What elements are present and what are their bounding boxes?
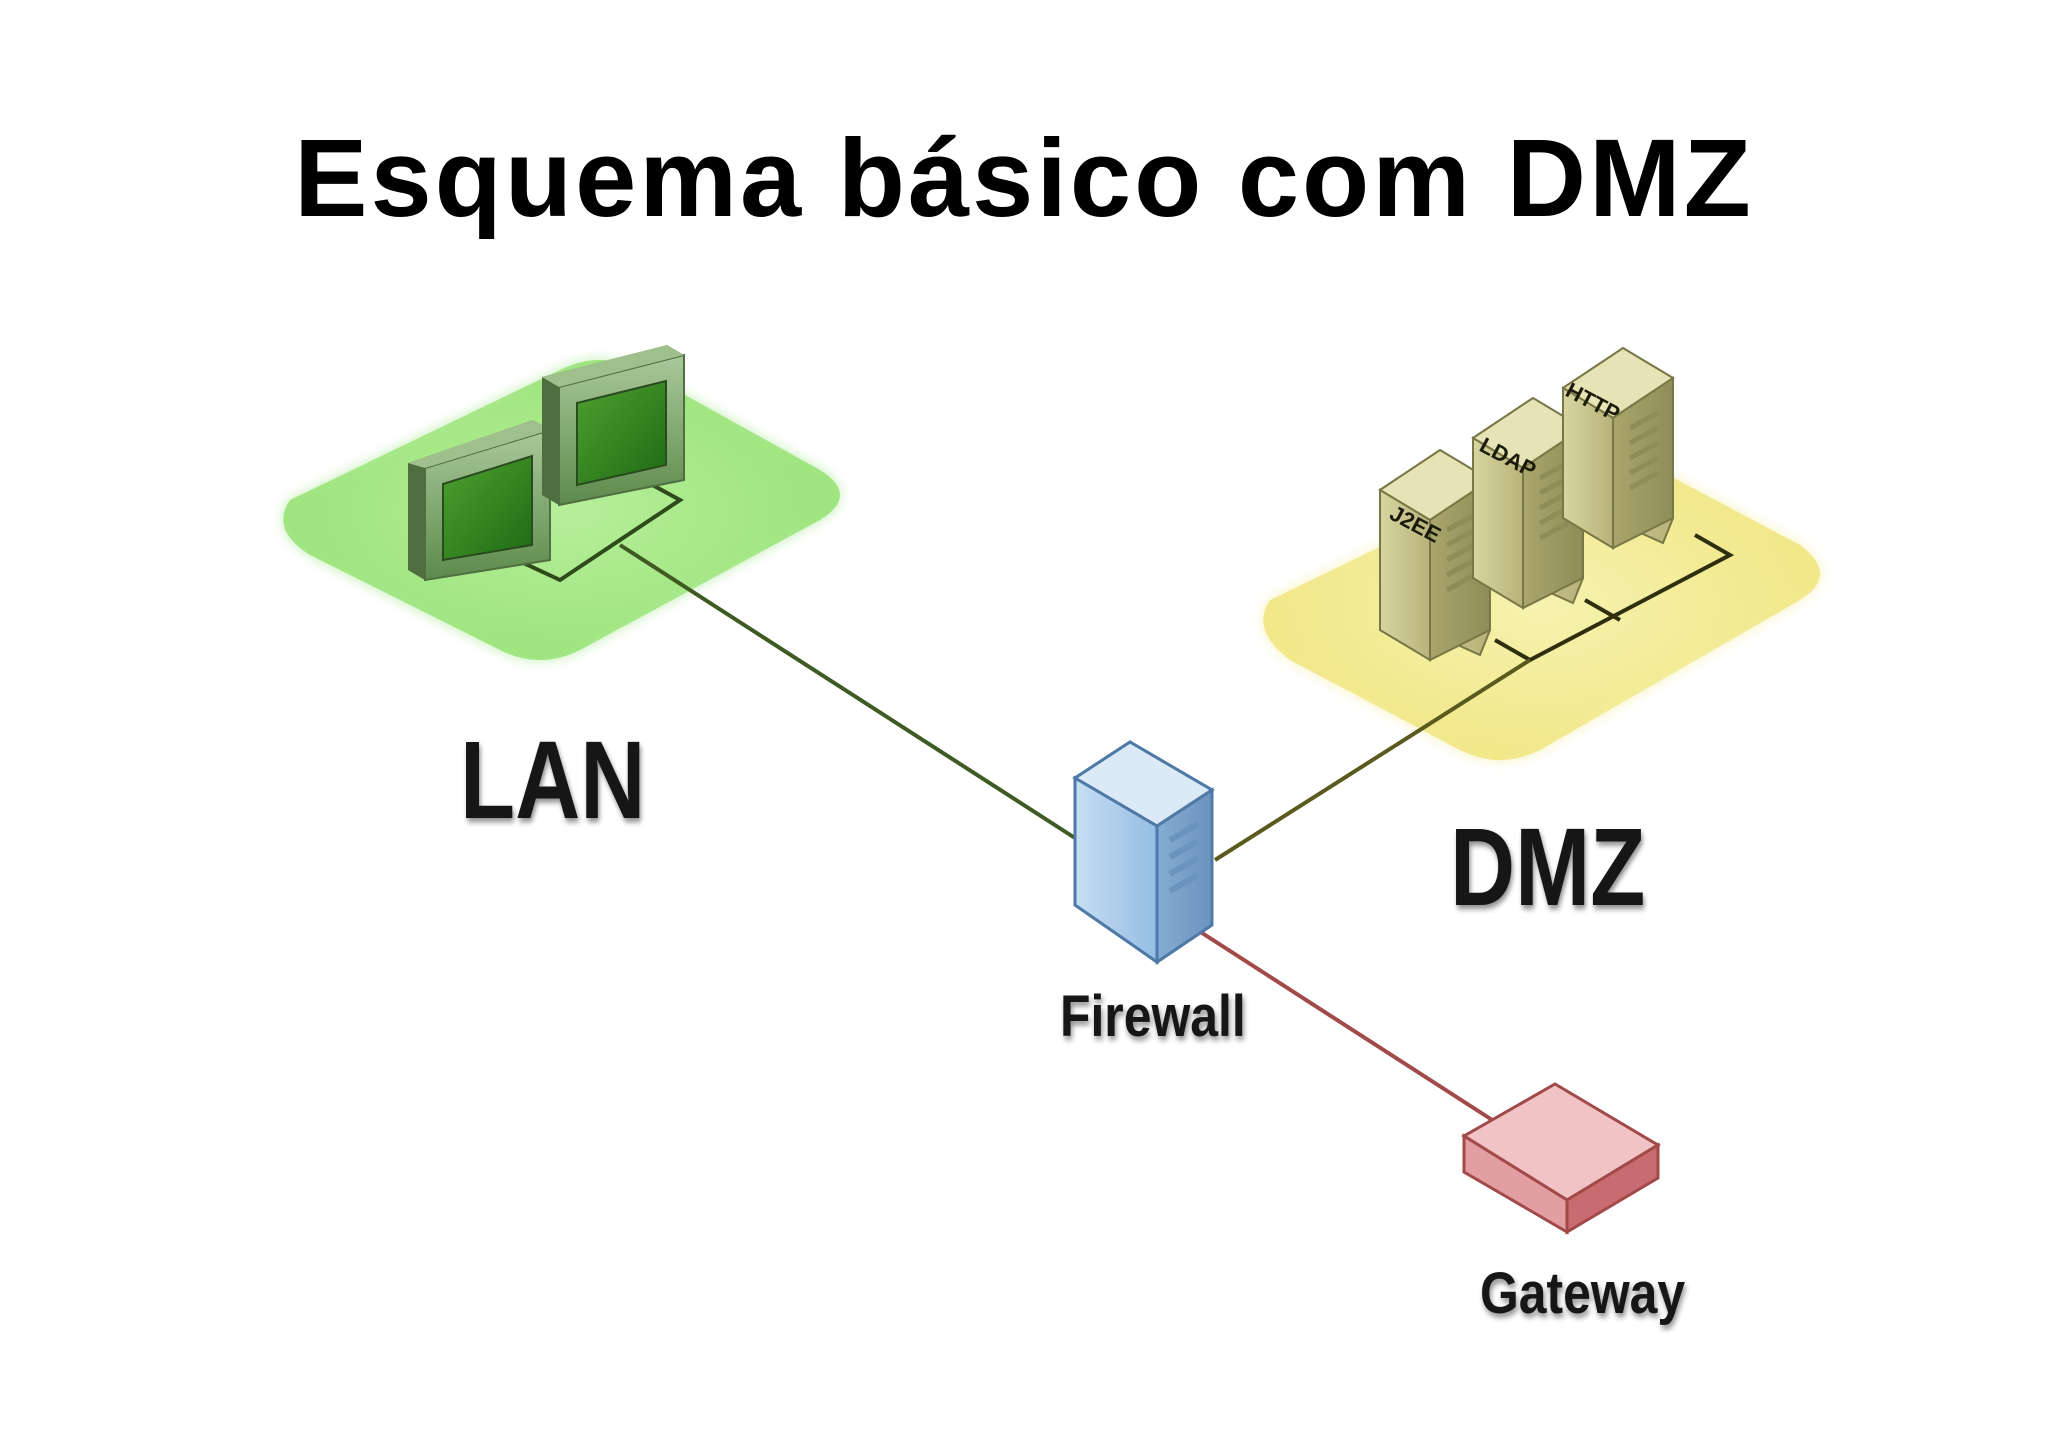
lan-firewall-link — [618, 543, 1077, 840]
gateway-label: Gateway — [1480, 1262, 1685, 1326]
lan-label: LAN — [460, 720, 645, 842]
server-icon-http: HTTP — [1561, 346, 1675, 550]
page-title: Esquema básico com DMZ — [294, 117, 1754, 240]
workstation-icon — [408, 420, 551, 582]
connection-lines — [484, 468, 1735, 1127]
server-icon-ldap: LDAP — [1471, 396, 1585, 610]
gateway-icon — [1461, 1082, 1661, 1235]
dmz-label: DMZ — [1450, 807, 1645, 929]
lan-zone — [283, 360, 840, 660]
dmz-firewall-link — [1213, 658, 1532, 862]
firewall-icon — [1072, 740, 1215, 965]
dmz-zone — [1263, 450, 1820, 760]
dmz-internal-link-2 — [1584, 598, 1621, 622]
workstation-icon — [542, 345, 685, 507]
firewall-label: Firewall — [1060, 985, 1246, 1049]
firewall-gateway-link — [1183, 920, 1502, 1127]
dmz-internal-link — [1494, 533, 1735, 663]
